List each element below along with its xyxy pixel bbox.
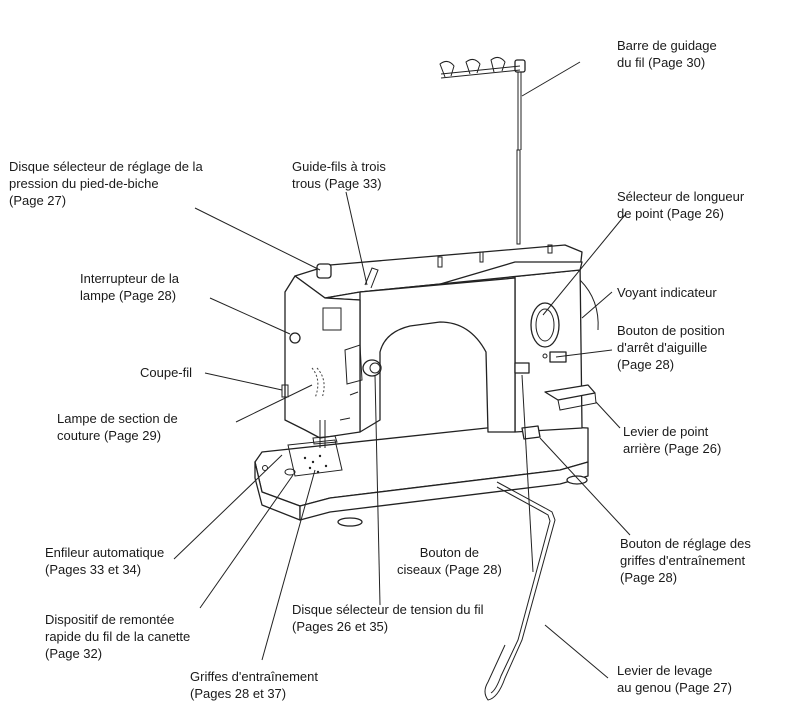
label-line: (Pages 28 et 37): [190, 686, 287, 701]
label-stitch-length: Sélecteur de longueur de point (Page 26): [617, 188, 744, 222]
label-line: Enfileur automatique: [45, 545, 165, 560]
label-line: Interrupteur de la: [80, 271, 180, 286]
label-line: Bouton de réglage des: [620, 536, 751, 551]
label-line: ciseaux (Page 28): [397, 562, 502, 577]
label-line: Voyant indicateur: [617, 285, 717, 300]
leader-lines: [173, 61, 631, 679]
label-line: griffes d'entraînement: [620, 553, 746, 568]
label-line: (Page 32): [45, 646, 103, 661]
label-line: pression du pied-de-biche: [9, 176, 159, 191]
thread-guide-bar-drawing: [439, 56, 526, 245]
label-line: arrière (Page 26): [623, 441, 722, 456]
label-line: trous (Page 33): [292, 176, 382, 191]
label-line: Guide-fils à trois: [292, 159, 386, 174]
label-line: Disque sélecteur de tension du fil: [292, 602, 484, 617]
label-line: Barre de guidage: [617, 38, 717, 53]
label-scissors-button: Bouton de ciseaux (Page 28): [397, 544, 502, 578]
label-line: Sélecteur de longueur: [617, 189, 745, 204]
label-line: de point (Page 26): [617, 206, 724, 221]
label-thread-guide-bar: Barre de guidage du fil (Page 30): [617, 37, 717, 71]
label-line: (Pages 33 et 34): [45, 562, 142, 577]
label-reverse-lever: Levier de point arrière (Page 26): [623, 423, 721, 457]
label-line: lampe (Page 28): [80, 288, 177, 303]
label-thread-cutter: Coupe-fil: [140, 364, 192, 381]
label-sewing-lamp: Lampe de section de couture (Page 29): [57, 410, 178, 444]
label-bobbin-winder: Dispositif de remontée rapide du fil de …: [45, 611, 190, 662]
label-line: au genou (Page 27): [617, 680, 732, 695]
label-line: Levier de levage: [617, 663, 713, 678]
label-line: (Page 28): [620, 570, 678, 585]
label-indicator-light: Voyant indicateur: [617, 284, 717, 301]
label-line: Disque sélecteur de réglage de la: [9, 159, 203, 174]
label-auto-threader: Enfileur automatique (Pages 33 et 34): [45, 544, 164, 578]
label-line: d'arrêt d'aiguille: [617, 340, 708, 355]
label-line: du fil (Page 30): [617, 55, 706, 70]
label-line: Bouton de: [419, 545, 480, 560]
label-line: Levier de point: [623, 424, 709, 439]
label-three-hole-guide: Guide-fils à trois trous (Page 33): [292, 158, 386, 192]
label-line: rapide du fil de la canette: [45, 629, 191, 644]
label-feed-dogs: Griffes d'entraînement (Pages 28 et 37): [190, 668, 318, 702]
label-line: Lampe de section de: [57, 411, 178, 426]
label-feed-dog-button: Bouton de réglage des griffes d'entraîne…: [620, 535, 751, 586]
controls-drawing: [514, 279, 599, 440]
bed-drawing: [254, 424, 589, 527]
label-line: Dispositif de remontée: [45, 612, 175, 627]
label-needle-stop-button: Bouton de position d'arrêt d'aiguille (P…: [617, 322, 725, 373]
label-line: Coupe-fil: [140, 365, 193, 380]
label-line: Griffes d'entraînement: [190, 669, 318, 684]
label-lamp-switch: Interrupteur de la lampe (Page 28): [80, 270, 179, 304]
label-line: (Page 27): [9, 193, 67, 208]
label-line: (Pages 26 et 35): [292, 619, 389, 634]
label-knee-lifter: Levier de levage au genou (Page 27): [617, 662, 732, 696]
label-presser-foot-dial: Disque sélecteur de réglage de la pressi…: [9, 158, 203, 209]
label-line: couture (Page 29): [57, 428, 162, 443]
knee-lifter-drawing: [484, 481, 556, 701]
label-line: (Page 28): [617, 357, 675, 372]
label-line: Bouton de position: [617, 323, 725, 338]
head-drawing: [281, 275, 382, 448]
label-tension-dial: Disque sélecteur de tension du fil (Page…: [292, 601, 484, 635]
